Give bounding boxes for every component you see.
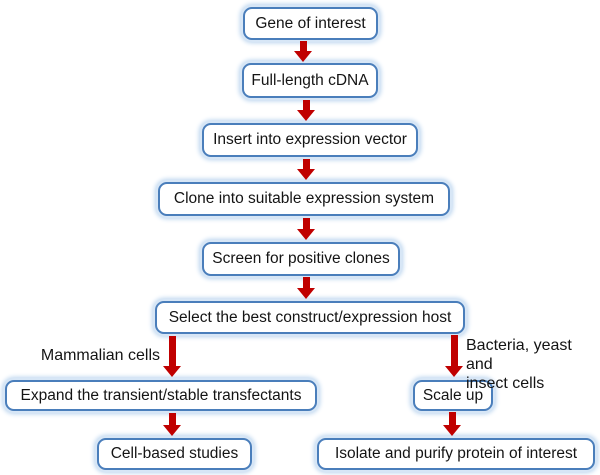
down-arrow-icon bbox=[445, 335, 463, 377]
node-full-length-cdna: Full-length cDNA bbox=[242, 63, 378, 98]
node-screen-for-positive-clones: Screen for positive clones bbox=[202, 242, 400, 276]
down-arrow-icon bbox=[294, 41, 312, 62]
node-clone-into-suitable-expression-system: Clone into suitable expression system bbox=[158, 182, 450, 216]
node-gene-of-interest: Gene of interest bbox=[243, 7, 378, 40]
down-arrow-icon bbox=[297, 100, 315, 121]
down-arrow-icon bbox=[297, 159, 315, 180]
down-arrow-icon bbox=[297, 277, 315, 299]
node-scale-up: Scale up bbox=[413, 380, 493, 411]
down-arrow-icon bbox=[163, 413, 181, 436]
node-select-best-construct-expression-host: Select the best construct/expression hos… bbox=[155, 301, 465, 334]
branch-label-line-2: insect cells bbox=[466, 375, 545, 392]
down-arrow-icon bbox=[163, 336, 181, 377]
node-isolate-and-purify: Isolate and purify protein of interest bbox=[317, 438, 595, 470]
branch-label-mammalian-cells: Mammalian cells bbox=[40, 347, 160, 364]
down-arrow-icon bbox=[443, 412, 461, 436]
node-cell-based-studies: Cell-based studies bbox=[97, 438, 252, 470]
node-expand-transfectants: Expand the transient/stable transfectant… bbox=[5, 380, 317, 411]
branch-label-line-1: Bacteria, yeast and bbox=[466, 337, 572, 373]
branch-label-bacteria-yeast-insect-cells: Bacteria, yeast and insect cells bbox=[466, 336, 600, 393]
node-insert-into-expression-vector: Insert into expression vector bbox=[202, 123, 418, 157]
down-arrow-icon bbox=[297, 218, 315, 240]
